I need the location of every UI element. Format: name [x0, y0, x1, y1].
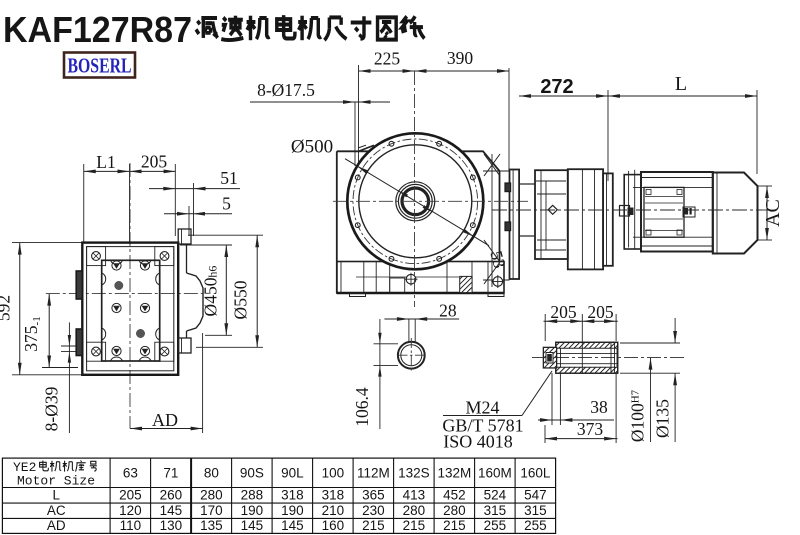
svg-text:145: 145 — [160, 503, 183, 518]
svg-text:ISO 4018: ISO 4018 — [443, 432, 513, 452]
svg-text:71: 71 — [163, 466, 178, 481]
svg-text:280: 280 — [443, 503, 466, 518]
svg-text:KAF127R87: KAF127R87 — [3, 9, 192, 50]
svg-text:AC: AC — [762, 199, 784, 227]
svg-text:53: 53 — [486, 249, 509, 270]
svg-text:100: 100 — [322, 466, 345, 481]
svg-text:210: 210 — [322, 503, 345, 518]
svg-text:BOSERL: BOSERL — [68, 54, 132, 78]
svg-text:547: 547 — [524, 488, 547, 503]
svg-text:190: 190 — [241, 503, 264, 518]
svg-text:215: 215 — [362, 518, 385, 533]
svg-text:AC: AC — [47, 503, 66, 518]
svg-text:8-Ø39: 8-Ø39 — [42, 386, 62, 431]
svg-text:132M: 132M — [437, 466, 471, 481]
svg-text:106.4: 106.4 — [352, 387, 372, 427]
svg-text:315: 315 — [484, 503, 507, 518]
svg-text:63: 63 — [123, 466, 138, 481]
svg-text:110: 110 — [120, 518, 142, 533]
svg-text:160M: 160M — [478, 466, 512, 481]
svg-text:YE2: YE2 — [13, 460, 36, 475]
svg-text:160L: 160L — [520, 466, 551, 481]
svg-text:160: 160 — [322, 518, 345, 533]
svg-text:38: 38 — [590, 397, 608, 417]
svg-text:230: 230 — [362, 503, 385, 518]
svg-text:373: 373 — [577, 419, 604, 439]
svg-text:215: 215 — [403, 518, 426, 533]
svg-text:L: L — [675, 73, 687, 95]
svg-text:170: 170 — [200, 503, 223, 518]
svg-text:288: 288 — [241, 488, 264, 503]
svg-text:260: 260 — [160, 488, 183, 503]
svg-text:190: 190 — [281, 503, 304, 518]
svg-text:272: 272 — [540, 76, 573, 98]
svg-text:592: 592 — [0, 295, 14, 321]
svg-text:8-Ø17.5: 8-Ø17.5 — [257, 80, 315, 100]
svg-text:90S: 90S — [240, 466, 264, 481]
svg-text:28: 28 — [439, 301, 457, 321]
svg-text:205: 205 — [141, 152, 168, 172]
svg-text:L1: L1 — [96, 152, 115, 172]
svg-text:145: 145 — [281, 518, 304, 533]
svg-text:130: 130 — [160, 518, 183, 533]
svg-text:Ø500: Ø500 — [291, 137, 333, 158]
svg-text:Motor Size: Motor Size — [17, 474, 95, 489]
svg-text:318: 318 — [322, 488, 345, 503]
svg-text:90L: 90L — [281, 466, 304, 481]
svg-text:315: 315 — [524, 503, 547, 518]
svg-text:80: 80 — [204, 466, 219, 481]
svg-text:132S: 132S — [398, 466, 430, 481]
svg-text:Ø550: Ø550 — [231, 280, 251, 319]
svg-text:205: 205 — [119, 488, 142, 503]
svg-text:5: 5 — [222, 194, 231, 214]
svg-text:L: L — [52, 488, 60, 503]
svg-text:255: 255 — [524, 518, 547, 533]
svg-text:AD: AD — [152, 410, 178, 430]
svg-text:524: 524 — [484, 488, 507, 503]
svg-text:112M: 112M — [357, 466, 390, 481]
svg-text:205: 205 — [550, 302, 577, 322]
svg-text:215: 215 — [443, 518, 466, 533]
svg-text:AD: AD — [47, 518, 66, 533]
svg-text:318: 318 — [281, 488, 304, 503]
svg-text:GB/T 5781: GB/T 5781 — [442, 416, 523, 436]
svg-text:390: 390 — [447, 48, 474, 68]
svg-text:413: 413 — [403, 488, 426, 503]
svg-text:365: 365 — [362, 488, 385, 503]
svg-text:Ø135: Ø135 — [653, 399, 673, 438]
svg-text:225: 225 — [374, 49, 401, 69]
svg-text:M24: M24 — [465, 398, 499, 418]
svg-text:452: 452 — [443, 488, 466, 503]
svg-text:135: 135 — [200, 518, 223, 533]
svg-text:205: 205 — [587, 302, 614, 322]
svg-text:145: 145 — [241, 518, 264, 533]
svg-text:255: 255 — [484, 518, 507, 533]
svg-text:51: 51 — [220, 168, 238, 188]
svg-text:280: 280 — [403, 503, 426, 518]
svg-text:120: 120 — [119, 503, 142, 518]
svg-text:280: 280 — [200, 488, 223, 503]
svg-text:Ø450h6: Ø450h6 — [201, 266, 221, 317]
